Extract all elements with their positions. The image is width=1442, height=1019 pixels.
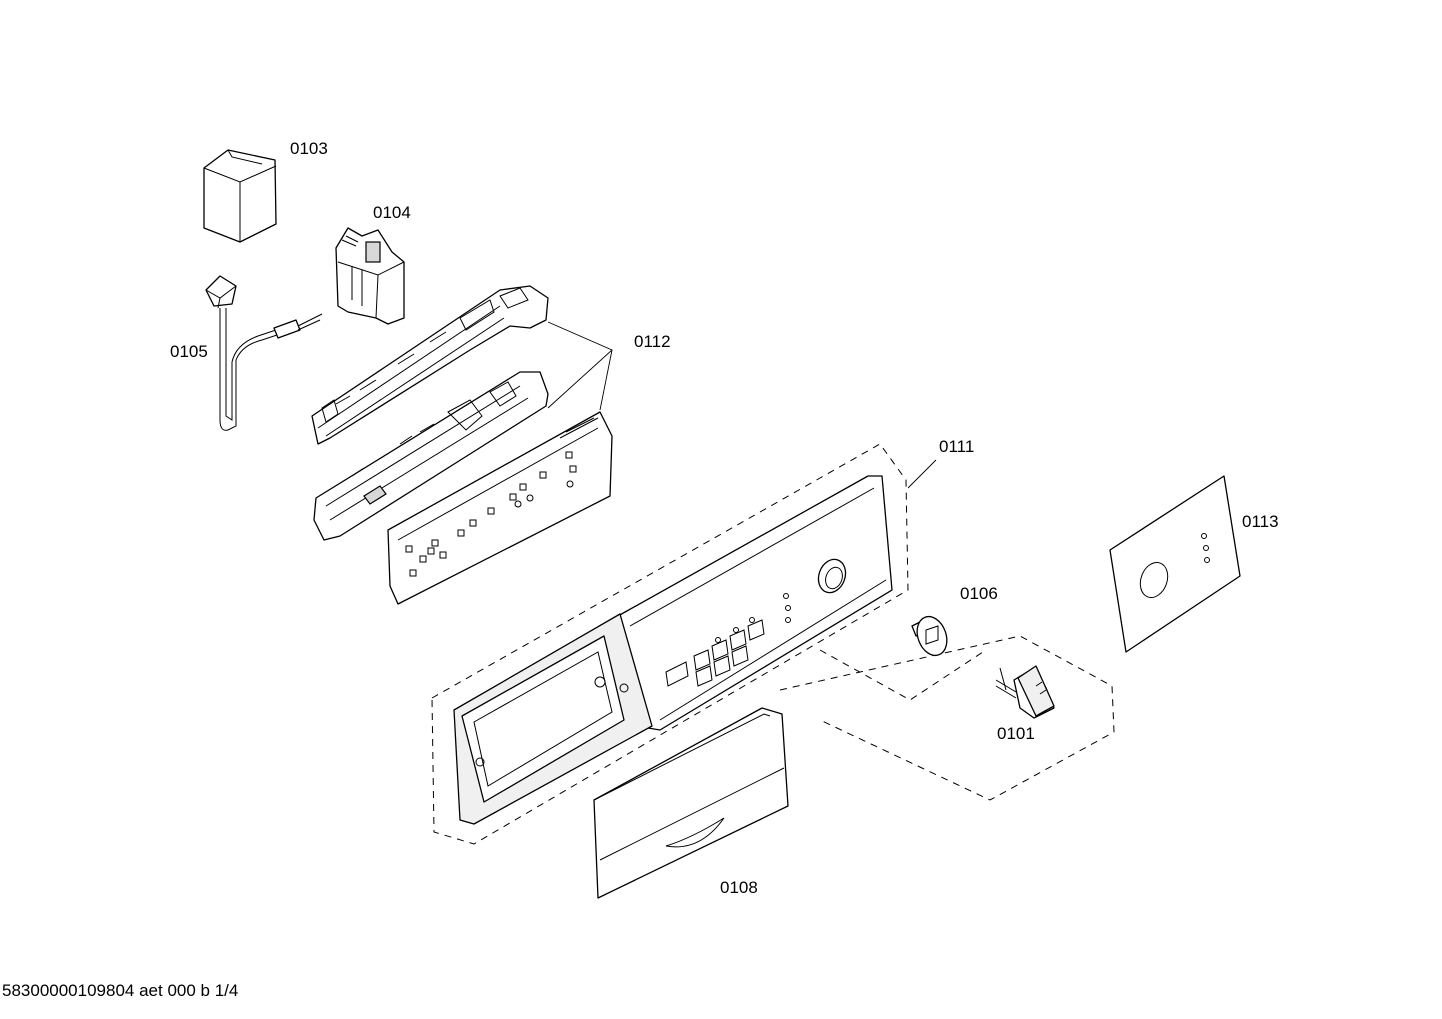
- label-0103: 0103: [290, 139, 328, 158]
- label-0106: 0106: [960, 584, 998, 603]
- pcb-components: [405, 451, 577, 577]
- label-0112: 0112: [634, 332, 671, 351]
- part-0103-cover: [203, 149, 277, 243]
- label-0101: 0101: [997, 724, 1035, 743]
- label-0104: 0104: [373, 203, 411, 222]
- part-0112-control-module: [311, 285, 613, 605]
- label-0113: 0113: [1242, 512, 1279, 531]
- label-0111: 0111: [939, 437, 974, 456]
- label-0108: 0108: [720, 878, 758, 897]
- part-0105-power-cord: [205, 275, 323, 431]
- part-0111-control-panel: [453, 475, 893, 825]
- part-0108-drawer-handle: [593, 707, 789, 899]
- part-0113-decor-panel: [1109, 475, 1241, 653]
- part-0104-filter: [335, 227, 405, 325]
- document-footer: 58300000109804 aet 000 b 1/4: [2, 981, 239, 1000]
- group-0111-outline: [431, 443, 909, 845]
- part-0101-program-knob: [995, 665, 1055, 719]
- part-0106-knob-shaft: [911, 615, 948, 657]
- label-0105: 0105: [170, 342, 208, 361]
- group-0106-0101-outline: [779, 635, 1115, 801]
